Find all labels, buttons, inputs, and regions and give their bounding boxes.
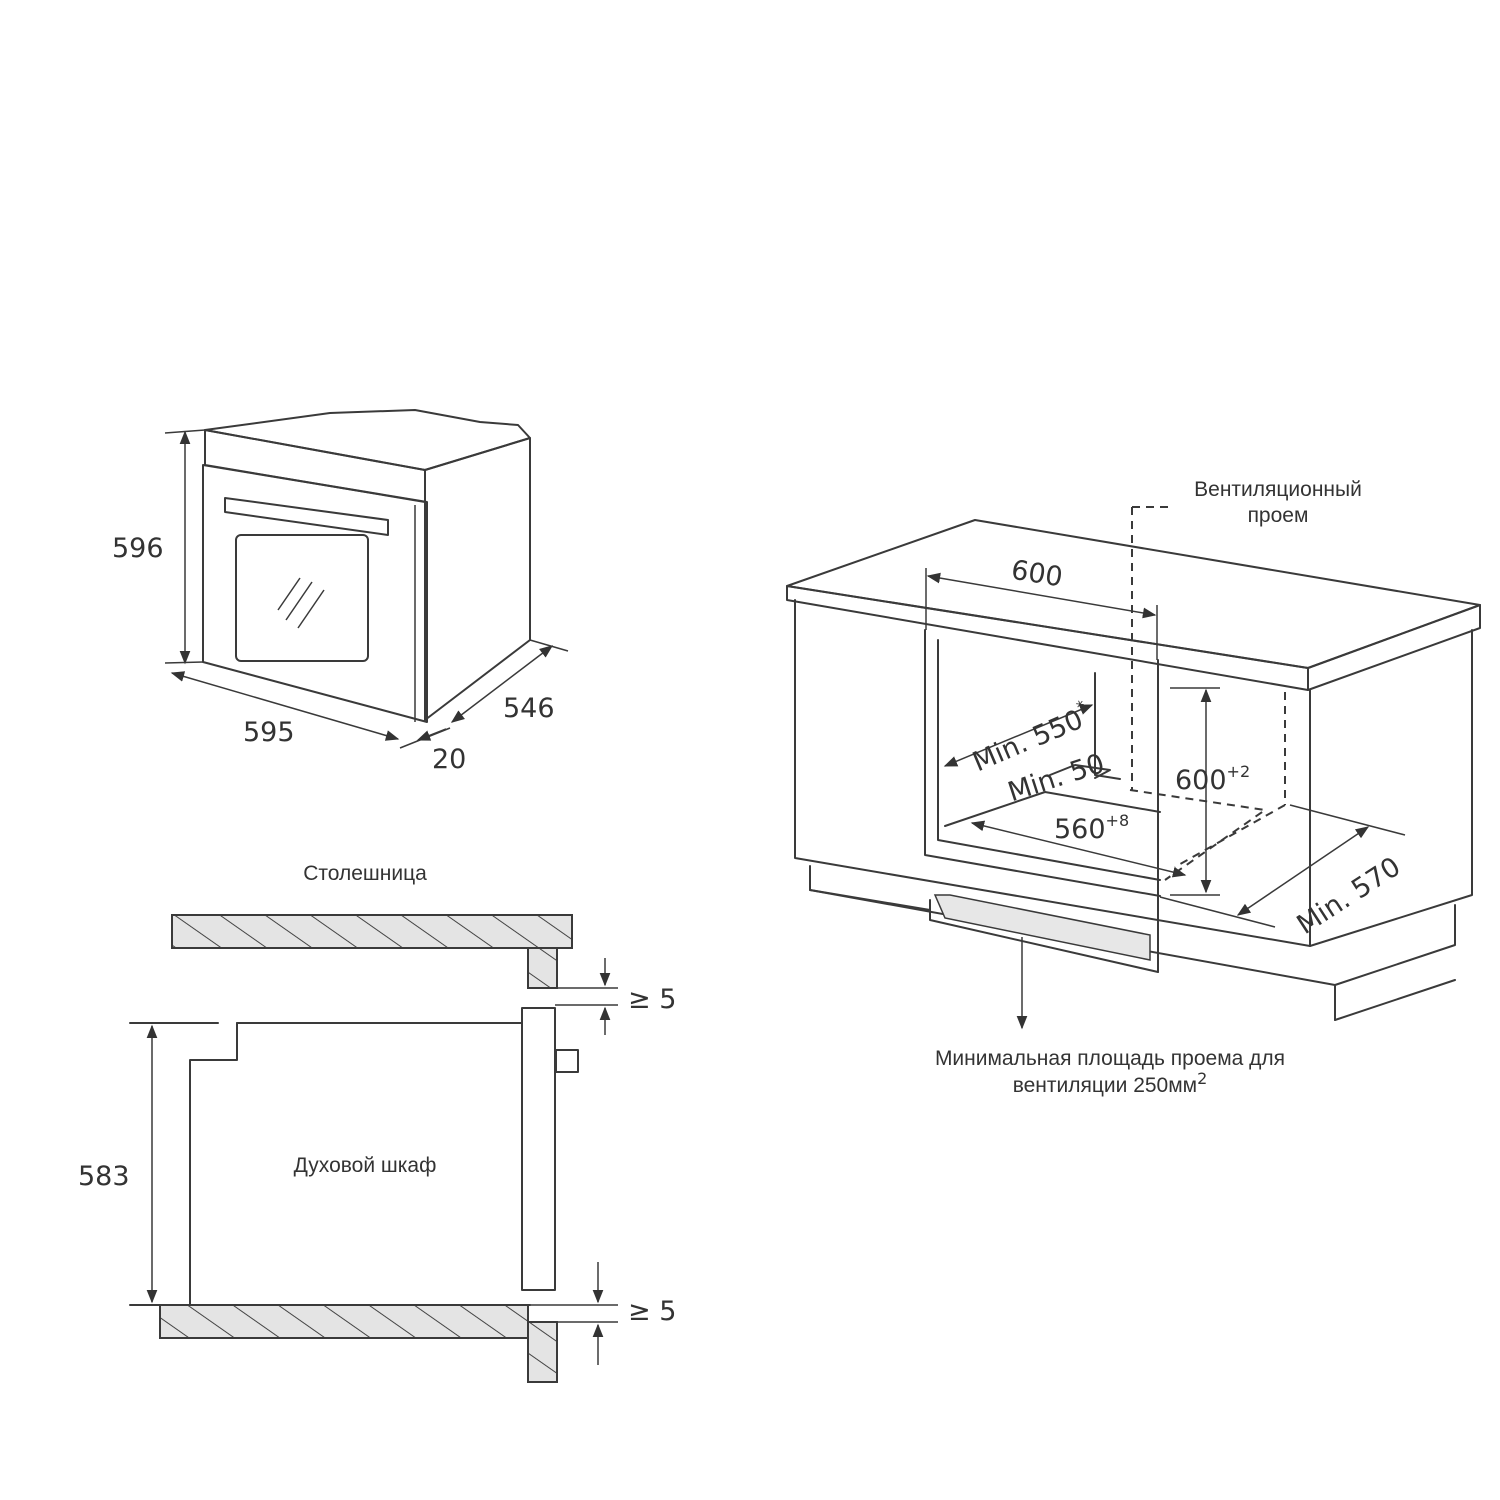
oven-label: Духовой шкаф (294, 1154, 437, 1177)
vent-opening-label-1: Вентиляционный (1194, 478, 1362, 501)
vent-area-sup: 2 (1197, 1069, 1207, 1088)
min-cabinet-depth-label: Min. 570 (1292, 851, 1407, 941)
oven-depth-label: 546 (503, 693, 555, 724)
cabinet-isometric (786, 506, 1481, 1030)
inner-width-tol: +8 (1106, 811, 1130, 830)
countertop (171, 914, 573, 949)
bottom-shelf (159, 1304, 529, 1339)
oven-isometric (164, 409, 569, 749)
section-view (129, 914, 618, 1383)
gap-bottom-label: ≥ 5 (628, 1296, 676, 1327)
gap-top-label: ≥ 5 (628, 984, 676, 1015)
countertop-label: Столешница (303, 862, 427, 885)
inner-width-value: 560 (1054, 814, 1106, 845)
cabinet-height-value: 600 (1175, 765, 1227, 796)
countertop-support (527, 947, 558, 989)
vent-area-label-2: вентиляции 250мм2 (1013, 1069, 1208, 1097)
inner-width-label: 560+8 (1054, 811, 1129, 845)
oven-height-label: 596 (112, 533, 164, 564)
cabinet-width-label: 600 (1009, 555, 1065, 594)
section-height-label: 583 (78, 1161, 130, 1192)
oven-front-thickness-label: 20 (432, 744, 466, 775)
vent-area-label-1: Минимальная площадь проема для (935, 1047, 1285, 1070)
cabinet-height-tol: +2 (1227, 762, 1251, 781)
vent-area-text: вентиляции 250мм (1013, 1074, 1197, 1097)
vent-opening-label-2: проем (1248, 504, 1309, 527)
bottom-support (527, 1321, 558, 1383)
oven-width-label: 595 (243, 717, 295, 748)
cabinet-height-label: 600+2 (1175, 762, 1250, 796)
